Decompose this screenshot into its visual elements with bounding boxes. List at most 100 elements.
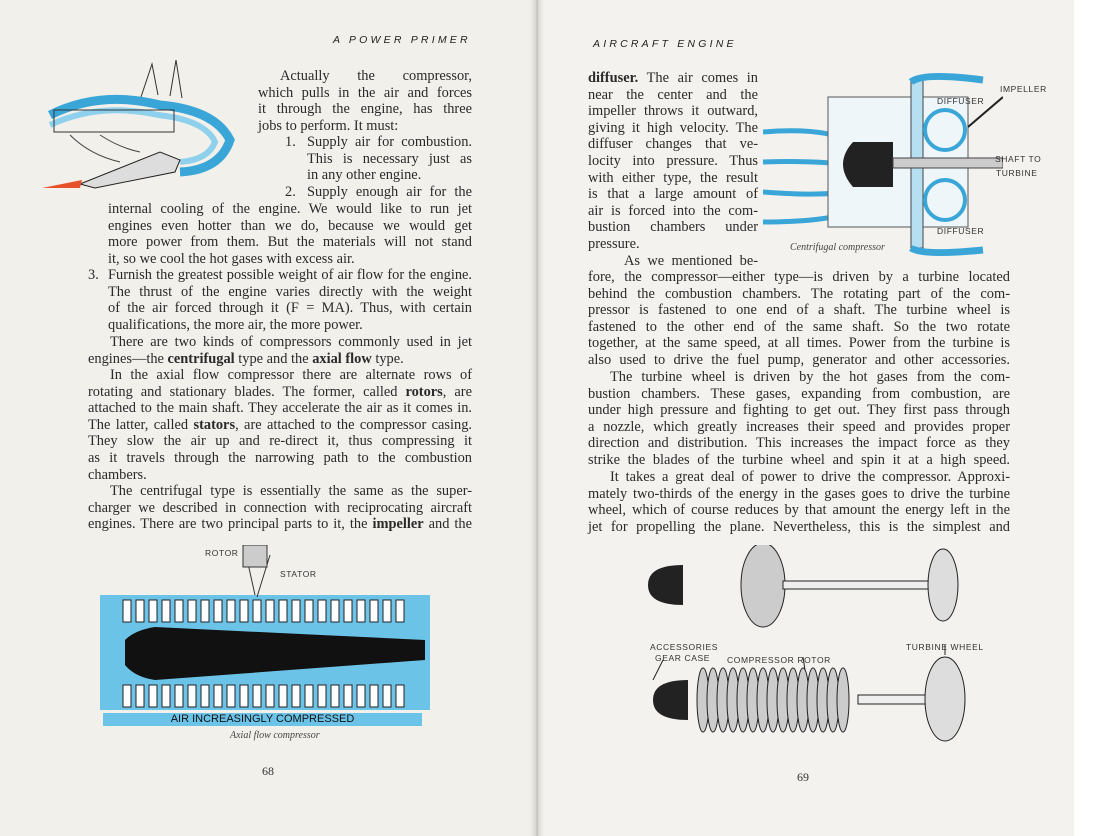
blade	[200, 684, 210, 708]
running-header: AIRCRAFT ENGINE	[593, 38, 737, 50]
text-line: internal cooling of the engine. We would…	[108, 201, 472, 217]
text-line: bustion chambers under	[588, 219, 758, 236]
compressor-rotor-rings	[696, 667, 850, 733]
book-gutter	[530, 0, 544, 836]
paragraph-mentioned-first-line: As we mentioned be-	[624, 253, 758, 270]
blade	[135, 599, 145, 623]
left-page-68: A POWER PRIMER Actually the compressor,w…	[0, 0, 538, 836]
text-line: direction and distribution. This increas…	[588, 435, 1010, 452]
blade	[304, 684, 314, 708]
label-turbine-wheel: TURBINE WHEEL	[906, 642, 984, 652]
text-line: charger we described in connection with …	[88, 499, 472, 516]
bold-term: impeller	[372, 516, 424, 533]
text-line: Supply air for combustion.	[307, 134, 472, 150]
bold-term: axial flow	[312, 350, 372, 367]
blade	[343, 599, 353, 623]
text-line: behind the combustion chambers. The rota…	[588, 285, 1010, 302]
text-line: fore, the compressor—either type—is driv…	[588, 269, 1010, 285]
bold-term: diffuser.	[588, 70, 639, 86]
paragraph-intro: Actually the compressor,which pulls in t…	[258, 68, 472, 134]
label-gear-case: GEAR CASE	[655, 653, 710, 663]
label-turbine: TURBINE	[996, 168, 1038, 178]
blade	[226, 684, 236, 708]
blade	[291, 684, 301, 708]
text-line: fastened to the other end of the same sh…	[588, 318, 1010, 335]
text-line: it, so we cool the hot gases with excess…	[108, 250, 355, 267]
text-line: near the center and the	[588, 86, 758, 103]
text-line: a nozzle, which greatly increases their …	[588, 418, 1010, 435]
list-item-2-text: internal cooling of the engine. We would…	[108, 201, 472, 267]
blade	[122, 684, 132, 708]
text-line: In the axial flow compressor there are a…	[110, 367, 472, 383]
label-shaft-to: SHAFT TO	[995, 154, 1042, 164]
text-line: Supply enough air for the	[307, 184, 472, 200]
paragraph-mentioned: fore, the compressor—either type—is driv…	[588, 269, 1010, 369]
list-number-2: 2.	[285, 184, 296, 200]
text-line: They slow the air up and re-direct it, t…	[88, 433, 472, 450]
blade	[317, 599, 327, 623]
label-diffuser-top: DIFFUSER	[937, 96, 985, 106]
blade	[382, 684, 392, 708]
blade	[239, 684, 249, 708]
text-line: in any other engine.	[307, 167, 422, 184]
blade	[278, 684, 288, 708]
blade	[343, 684, 353, 708]
label-rotor: ROTOR	[205, 548, 239, 558]
label-impeller: IMPELLER	[1000, 84, 1047, 94]
blade	[187, 599, 197, 623]
blade	[356, 599, 366, 623]
blade	[135, 684, 145, 708]
list-item-2-first-line: Supply enough air for the	[307, 184, 472, 201]
label-stator: STATOR	[280, 569, 317, 579]
list-item-1: Supply air for combustion.This is necess…	[307, 134, 472, 184]
text-line: Furnish the greatest possible weight of …	[108, 267, 472, 283]
paragraph-axial-flow: In the axial flow compressor there are a…	[88, 367, 472, 483]
text-line: attached to the main shaft. They acceler…	[88, 400, 472, 417]
blade	[395, 599, 405, 623]
text-line: jet for propelling the plane. Neverthele…	[588, 518, 1010, 535]
blade	[291, 599, 301, 623]
blade	[278, 599, 288, 623]
blade	[252, 599, 262, 623]
blade	[265, 684, 275, 708]
text-line: The centrifugal type is essentially the …	[110, 483, 472, 499]
paragraph-compressor-power: It takes a great deal of power to drive …	[588, 469, 1010, 535]
blade	[317, 684, 327, 708]
text-line: engines. There are two principal parts t…	[88, 516, 472, 533]
text-line: There are two kinds of compressors commo…	[110, 334, 472, 350]
blade	[122, 599, 132, 623]
list-number-1: 1.	[285, 134, 296, 150]
compressor-blades	[122, 599, 405, 708]
axial-flow-compressor-diagram	[100, 545, 430, 710]
text-line: bustion chambers. These gases, expanding…	[588, 385, 1010, 402]
text-line: as it travels through the narrowing path…	[88, 449, 472, 466]
text-line: under high pressure and fighting to get …	[588, 402, 1010, 419]
bold-term: centrifugal	[167, 350, 235, 367]
blade	[226, 599, 236, 623]
blade	[161, 599, 171, 623]
list-item-3: Furnish the greatest possible weight of …	[108, 267, 472, 333]
figure-caption-centrifugal: Centrifugal compressor	[790, 242, 885, 253]
air-compressed-band: AIR INCREASINGLY COMPRESSED	[103, 713, 422, 726]
blade	[174, 599, 184, 623]
text-line: which pulls in the air and forces	[258, 84, 472, 101]
paragraph-centrifugal: The centrifugal type is essentially the …	[88, 483, 472, 533]
rotor-ring	[836, 667, 850, 733]
blade	[174, 684, 184, 708]
paragraph-turbine-wheel: The turbine wheel is driven by the hot g…	[588, 369, 1010, 469]
text-line: diffuser. The air comes in	[588, 70, 758, 86]
blade	[265, 599, 275, 623]
text-line: also used to drive the fuel pump, genera…	[588, 351, 1010, 368]
right-page-69: AIRCRAFT ENGINE diffuser. The air comes …	[538, 0, 1074, 836]
page-number: 69	[797, 770, 809, 784]
text-line: qualifications, the more air, the more p…	[108, 316, 363, 333]
band-text: AIR INCREASINGLY COMPRESSED	[170, 713, 355, 725]
text-line: Actually the compressor,	[280, 68, 472, 84]
text-line: The turbine wheel is driven by the hot g…	[610, 369, 1010, 385]
blade	[200, 599, 210, 623]
blade	[213, 684, 223, 708]
paragraph-compressor-kinds: There are two kinds of compressors commo…	[88, 334, 472, 367]
text-line: pressor is fastened to one end of a shaf…	[588, 302, 1010, 319]
blade	[252, 684, 262, 708]
